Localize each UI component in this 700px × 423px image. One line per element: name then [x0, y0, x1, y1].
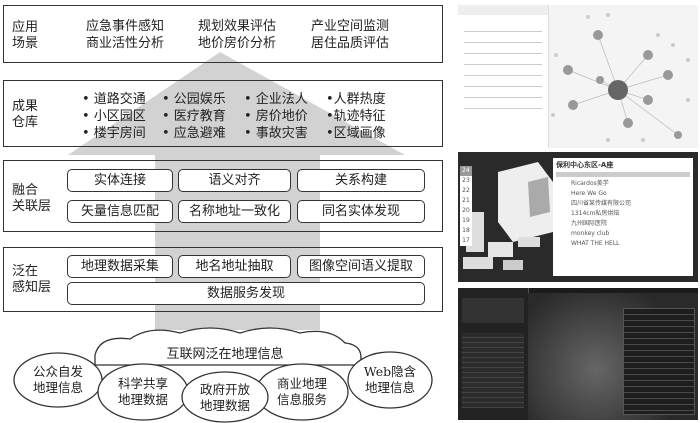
popup-title: 保利中心东区-A座: [556, 161, 614, 169]
fusion-box: 名称地址一致化: [178, 200, 291, 223]
repo-column: • 公园娱乐• 医疗教育• 应急避难: [162, 92, 226, 141]
sensing-box: 地理数据采集: [67, 255, 173, 278]
repo-column: •人群热度•轨迹特征•区域画像: [326, 92, 386, 141]
layer-label: 融合关联层: [12, 183, 52, 214]
sensing-box: 图像空间语义提取: [297, 255, 425, 278]
source-ellipse: 公众自发地理信息: [32, 364, 83, 395]
fusion-box: 实体连接: [67, 169, 173, 192]
scenario-column: 应急事件感知商业活性分析: [86, 19, 165, 51]
knowledge-graph-screenshot: [458, 5, 698, 148]
fusion-box: 同名实体发现: [297, 200, 425, 223]
stats-sidebar: [458, 288, 529, 420]
graph-view: [551, 13, 690, 142]
repo-column: • 道路交通• 小区园区• 楼宇房间: [82, 92, 146, 141]
layer-label: 泛在感知层: [12, 264, 52, 295]
layer-label: 应用场景: [12, 20, 39, 51]
source-ellipse: 科学共享地理数据: [117, 376, 168, 407]
data-table: [623, 308, 695, 415]
ubiquitous-sensing-layer: 泛在感知层 地理数据采集 地名地址抽取 图像空间语义提取 数据服务发现: [3, 247, 443, 312]
source-ellipse: 商业地理信息服务: [276, 376, 327, 407]
fusion-association-layer: 融合关联层 实体连接 语义对齐 关系构建 矢量信息匹配 名称地址一致化 同名实体…: [3, 160, 443, 232]
result-repository-layer: 成果仓库 • 道路交通• 小区园区• 楼宇房间 • 公园娱乐• 医疗教育• 应急…: [3, 80, 443, 147]
fusion-box: 矢量信息匹配: [67, 200, 173, 223]
dashboard-screenshot: [458, 288, 698, 420]
sensing-box: 地名地址抽取: [178, 255, 291, 278]
3d-city-view: [463, 162, 553, 270]
layer-label: 成果仓库: [12, 99, 39, 130]
repo-column: • 企业法人• 房价地价• 事故灾害: [244, 92, 308, 141]
application-scenario-layer: 应用场景 应急事件感知商业活性分析 规划效果评估地价房价分析 产业空间监测居住品…: [3, 5, 443, 63]
cloud-shape: [13, 327, 433, 423]
entity-list: [458, 5, 549, 148]
fusion-box: 语义对齐: [178, 169, 291, 192]
cloud-title: 互联网泛在地理信息: [166, 347, 284, 362]
scenario-column: 规划效果评估地价房价分析: [198, 19, 277, 51]
sensing-box: 数据服务发现: [67, 282, 425, 305]
scenario-column: 产业空间监测居住品质评估: [311, 19, 390, 51]
source-ellipse: 政府开放地理数据: [199, 382, 250, 413]
fusion-box: 关系构建: [297, 169, 425, 192]
source-ellipse: Web隐含地理信息: [363, 364, 417, 395]
